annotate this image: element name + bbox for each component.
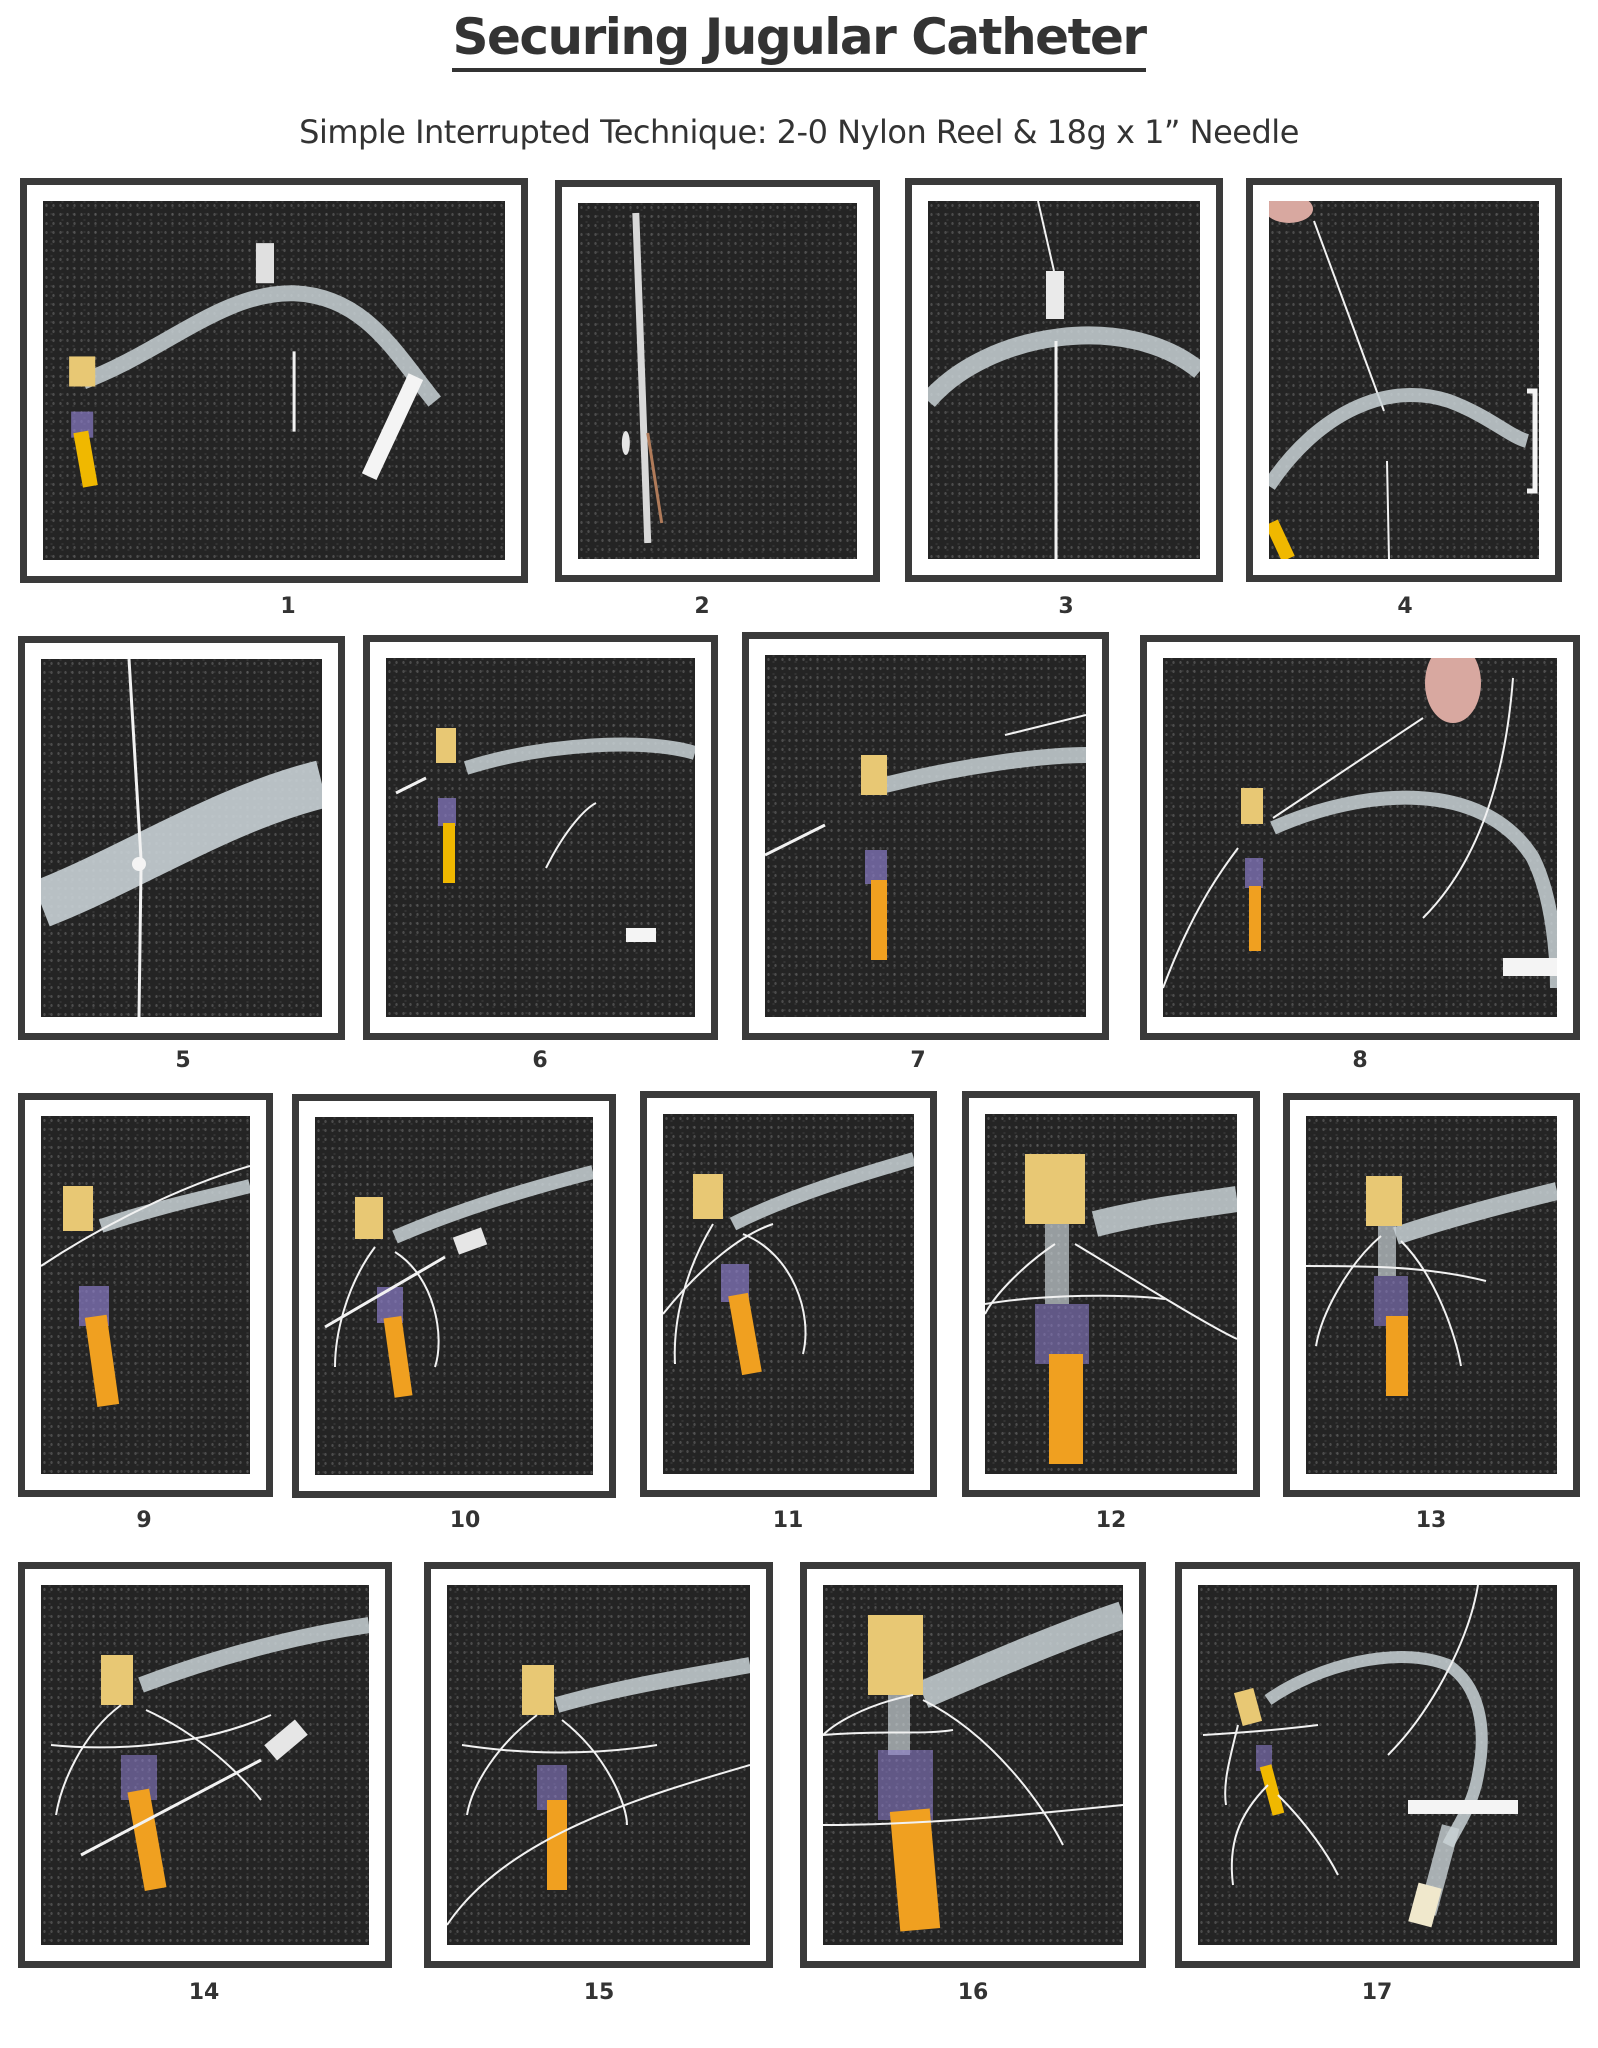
step-number-3: 3	[1058, 594, 1074, 619]
step-frame-4	[1246, 178, 1562, 582]
step-photo-14	[41, 1585, 369, 1945]
step-photo-3	[928, 201, 1200, 559]
needle-under-tube-illustration	[928, 201, 1200, 559]
step-frame-2	[555, 180, 880, 582]
page-title: Securing Jugular Catheter	[0, 8, 1598, 72]
threading-illustration	[1269, 201, 1538, 559]
step-number-8: 8	[1352, 1048, 1368, 1073]
second-tie-illustration	[1306, 1176, 1557, 1396]
step-photo-16	[823, 1585, 1123, 1945]
step-number-5: 5	[175, 1048, 191, 1073]
hub-needle-beside-illustration	[765, 714, 1086, 960]
step-frame-8	[1140, 635, 1580, 1040]
step-number-6: 6	[532, 1048, 548, 1073]
step-photo-9	[41, 1116, 250, 1474]
step-frame-15	[424, 1562, 773, 1968]
step-number-11: 11	[772, 1508, 804, 1533]
step-photo-11	[663, 1114, 914, 1474]
page-subtitle: Simple Interrupted Technique: 2-0 Nylon …	[299, 113, 1299, 151]
step-number-14: 14	[188, 1980, 220, 2005]
suture-wrap-illustration	[41, 1165, 250, 1407]
step-photo-4	[1269, 201, 1539, 559]
completed-catheter-illustration	[1202, 1585, 1518, 1928]
step-frame-10	[292, 1094, 616, 1498]
step-number-4: 4	[1397, 594, 1413, 619]
step-frame-1	[20, 178, 528, 583]
step-frame-11	[640, 1091, 937, 1497]
step-frame-6	[363, 635, 718, 1040]
step-number-1: 1	[280, 594, 296, 619]
step-number-12: 12	[1095, 1508, 1127, 1533]
suture-ends-needle-illustration	[324, 1165, 593, 1398]
needle-closeup-illustration	[621, 212, 664, 544]
step-frame-7	[742, 632, 1109, 1040]
step-frame-13	[1283, 1093, 1580, 1497]
step-number-16: 16	[957, 1980, 989, 2005]
step-number-9: 9	[136, 1508, 152, 1533]
hub-tie-closeup-illustration	[985, 1154, 1237, 1464]
step-frame-17	[1175, 1562, 1580, 1968]
step-frame-3	[905, 178, 1223, 582]
step-photo-1	[43, 201, 505, 560]
suture-past-hub-illustration	[447, 1657, 750, 1926]
page-title-text: Securing Jugular Catheter	[452, 8, 1147, 72]
step-frame-5	[18, 636, 345, 1040]
step-photo-17	[1198, 1585, 1557, 1945]
third-tie-closeup-illustration	[823, 1601, 1123, 1932]
step-photo-2	[578, 203, 857, 559]
catheter-overview-illustration	[69, 243, 441, 488]
step-number-2: 2	[694, 594, 710, 619]
step-photo-13	[1306, 1116, 1557, 1474]
step-number-13: 13	[1415, 1508, 1447, 1533]
step-photo-5	[41, 659, 322, 1017]
step-frame-14	[18, 1562, 392, 1968]
step-photo-15	[447, 1585, 750, 1945]
step-photo-12	[985, 1114, 1237, 1474]
step-number-10: 10	[449, 1508, 481, 1533]
needle-by-hub-illustration	[50, 1617, 369, 1891]
step-number-7: 7	[910, 1048, 926, 1073]
step-photo-6	[386, 658, 695, 1017]
fingers-threading-illustration	[1163, 658, 1557, 989]
step-frame-16	[800, 1562, 1146, 1968]
step-photo-7	[765, 655, 1086, 1017]
knot-closeup-illustration	[41, 659, 322, 1017]
step-number-15: 15	[583, 1980, 615, 2005]
hub-with-needle-illustration	[395, 728, 695, 942]
step-frame-9	[18, 1093, 273, 1497]
suture-crossing-illustration	[663, 1152, 914, 1376]
step-frame-12	[962, 1091, 1260, 1497]
step-photo-8	[1163, 658, 1557, 1017]
step-number-17: 17	[1361, 1980, 1393, 2005]
step-photo-10	[315, 1117, 593, 1475]
